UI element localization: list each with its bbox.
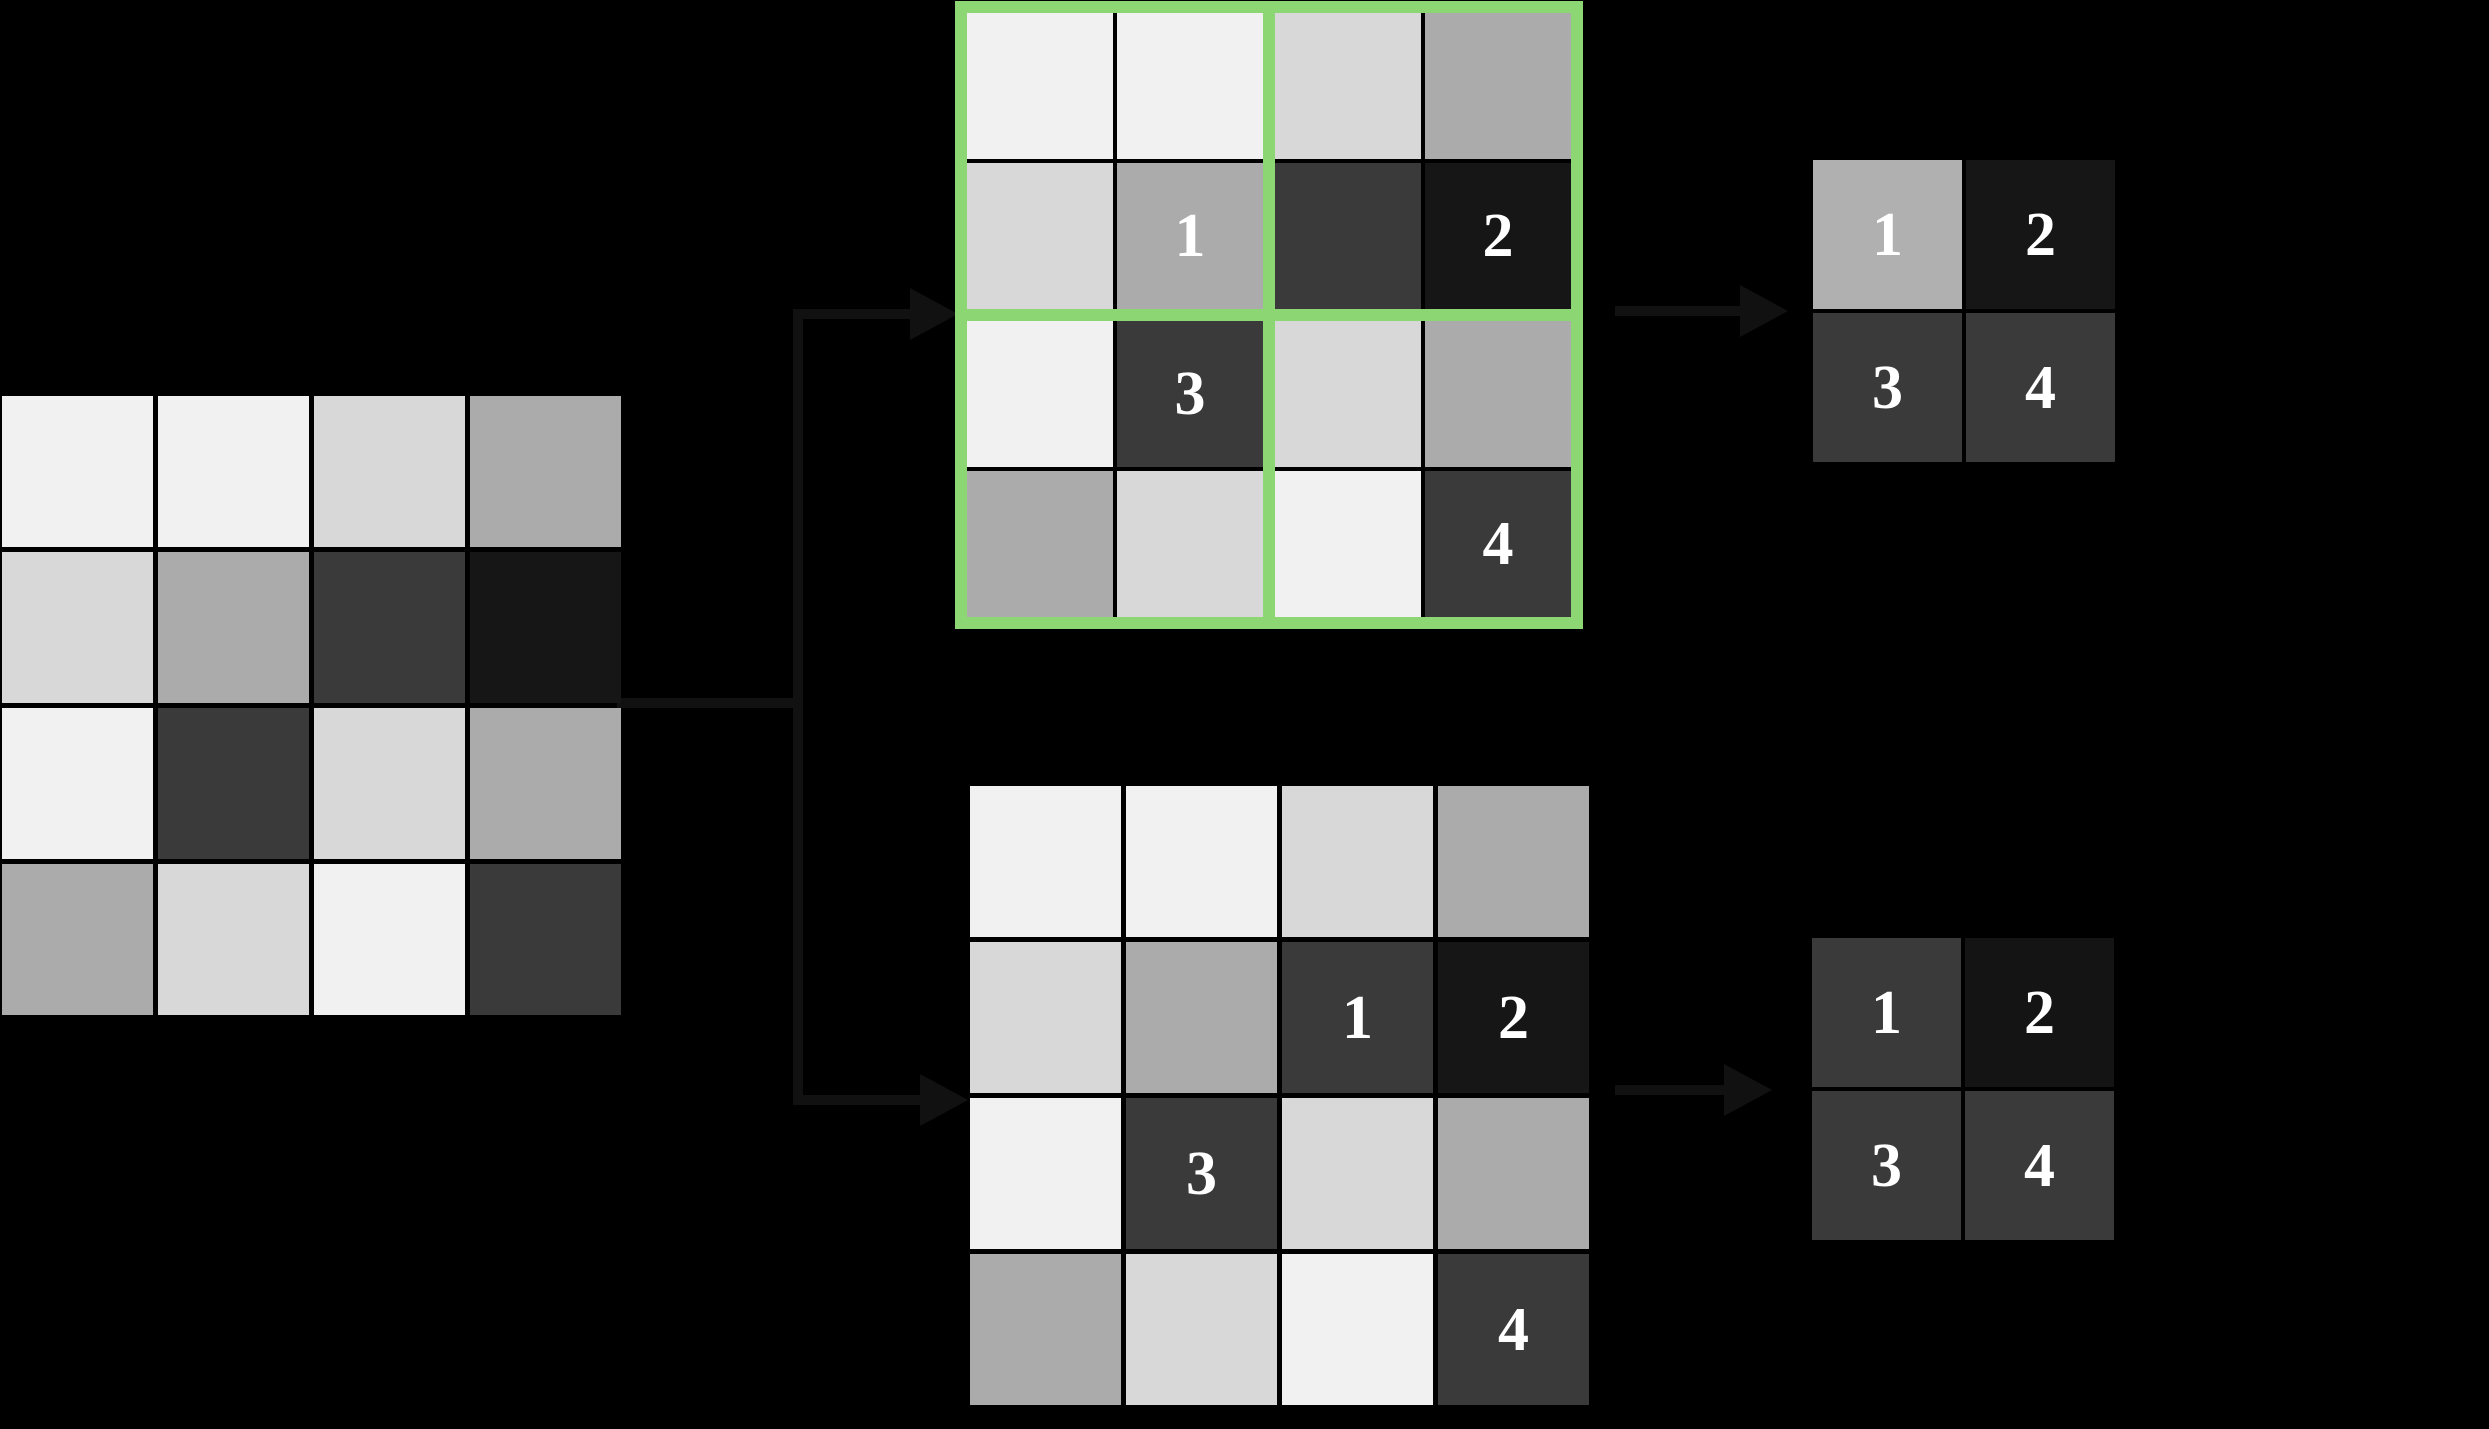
input-cell-r4c1 [2, 864, 153, 1015]
output_bottom-cell-r2c1: 3 [1812, 1091, 1961, 1240]
pooled_bottom-cell-r3c2: 3 [1126, 1098, 1277, 1249]
pooled_top-cell-r3c3 [1275, 321, 1421, 467]
pooled_bottom-cell-r4c4: 4 [1438, 1254, 1589, 1405]
pooled_top-pooling-window-4: 4 [1275, 321, 1571, 617]
input-cell-r2c1 [2, 552, 153, 703]
pooled_top-cell-r3c4 [1425, 321, 1571, 467]
pooled_top-cell-r1c4 [1425, 13, 1571, 159]
input-cell-r1c2 [158, 396, 309, 547]
output_bottom-cell-r1c2: 2 [1965, 938, 2114, 1087]
pooled_top-cell-r4c3 [1275, 471, 1421, 617]
output_top-cell-r1c2: 2 [1966, 160, 2115, 309]
pooled_top-cell-r4c1 [967, 471, 1113, 617]
output_top-cell-r2c2: 4 [1966, 313, 2115, 462]
output_top-cell-r1c1: 1 [1813, 160, 1962, 309]
pooled_bottom-cell-r1c2 [1126, 786, 1277, 937]
input-cell-r1c3 [314, 396, 465, 547]
pooled_top-pooling-window-3: 3 [967, 321, 1263, 617]
pooled_top-cell-r2c2: 1 [1117, 163, 1263, 309]
pooled_bottom-cell-r1c3 [1282, 786, 1433, 937]
pooled_bottom-cell-r4c2 [1126, 1254, 1277, 1405]
pooled_top-cell-r1c3 [1275, 13, 1421, 159]
pooled_top-cell-r1c1 [967, 13, 1113, 159]
pooled_bottom-cell-r2c2 [1126, 942, 1277, 1093]
input-cell-r2c3 [314, 552, 465, 703]
pooled_top-cell-r3c1 [967, 321, 1113, 467]
pooled_bottom-cell-r2c4: 2 [1438, 942, 1589, 1093]
input-cell-r4c2 [158, 864, 309, 1015]
pooled-grid-with-windows: 1 2 3 4 [955, 1, 1583, 629]
pooled_top-cell-r2c3 [1275, 163, 1421, 309]
input-grid [2, 396, 621, 1015]
output_bottom-cell-r1c1: 1 [1812, 938, 1961, 1087]
pooled_top-cell-r4c2 [1117, 471, 1263, 617]
output_top-cell-r2c1: 3 [1813, 313, 1962, 462]
input-cell-r2c4 [470, 552, 621, 703]
pooled_top-pooling-window-1: 1 [967, 13, 1263, 309]
pooled_bottom-cell-r2c3: 1 [1282, 942, 1433, 1093]
pooled_bottom-cell-r3c1 [970, 1098, 1121, 1249]
pooled_bottom-cell-r4c3 [1282, 1254, 1433, 1405]
pooled_top-pooling-window-2: 2 [1275, 13, 1571, 309]
pooled_top-cell-r1c2 [1117, 13, 1263, 159]
arrow-to-bottom-pooled-grid-head-icon [920, 1074, 968, 1126]
pooled_top-cell-r2c1 [967, 163, 1113, 309]
input-cell-r3c1 [2, 708, 153, 859]
pooled_top-cell-r4c4: 4 [1425, 471, 1571, 617]
input-cell-r1c4 [470, 396, 621, 547]
input-cell-r4c4 [470, 864, 621, 1015]
arrow-to-bottom-output-head-icon [1724, 1064, 1772, 1116]
output_bottom-cell-r2c2: 4 [1965, 1091, 2114, 1240]
input-cell-r1c1 [2, 396, 153, 547]
arrow-to-top-pooled-grid-head-icon [910, 288, 958, 340]
pooled_bottom-cell-r3c4 [1438, 1098, 1589, 1249]
input-cell-r4c3 [314, 864, 465, 1015]
pooled_bottom-cell-r1c4 [1438, 786, 1589, 937]
pooled_bottom-cell-r4c1 [970, 1254, 1121, 1405]
input-cell-r3c4 [470, 708, 621, 859]
pooled_top-cell-r3c2: 3 [1117, 321, 1263, 467]
input-cell-r2c2 [158, 552, 309, 703]
pooled_bottom-cell-r2c1 [970, 942, 1121, 1093]
pooled_top-cell-r2c4: 2 [1425, 163, 1571, 309]
arrow-to-top-output-head-icon [1740, 285, 1788, 337]
input-cell-r3c3 [314, 708, 465, 859]
input-cell-r3c2 [158, 708, 309, 859]
pooled_bottom-cell-r1c1 [970, 786, 1121, 937]
pooled_bottom-cell-r3c3 [1282, 1098, 1433, 1249]
